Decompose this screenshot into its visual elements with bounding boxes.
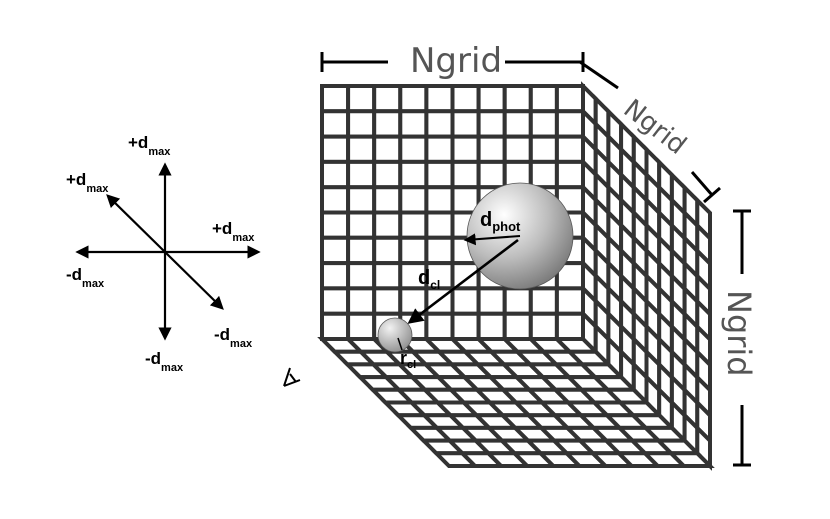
photon-distance-label: dphot: [480, 209, 521, 234]
grid-cell: [476, 134, 507, 164]
grid-cell: [398, 286, 429, 316]
grid-cell: [476, 311, 507, 341]
grid-cell: [372, 235, 403, 266]
axis-label-down: -dmax: [145, 349, 184, 374]
cloud-distance-arrow: [407, 238, 519, 324]
grid-cell: [528, 311, 559, 341]
grid-cell: [398, 235, 429, 266]
grid-cell: [346, 235, 377, 266]
grid-cell: [450, 261, 481, 291]
top-dimension: Ngrid: [320, 41, 585, 81]
grid-cell: [502, 134, 533, 164]
grid-cell: [346, 311, 377, 341]
grid-cell: [450, 159, 481, 190]
photon-distance-arrow: [463, 233, 521, 246]
grid-cell: [554, 286, 585, 316]
grid-cell: [372, 109, 403, 139]
cube-bottom-face: [317, 337, 715, 468]
grid-cell: [346, 210, 377, 240]
grid-cell: [424, 185, 455, 215]
grid-cell: [398, 185, 429, 215]
cloud-sphere: [377, 317, 413, 353]
grid-cell: [398, 84, 429, 114]
grid-cell: [450, 286, 481, 316]
grid-cell: [450, 134, 481, 164]
grid-cell: [398, 210, 429, 240]
grid-cell: [398, 159, 429, 190]
grid-cell: [372, 286, 403, 316]
cube-right-face: [581, 81, 712, 471]
grid-cell: [450, 311, 481, 341]
grid-cell: [528, 286, 559, 316]
grid-cell: [528, 159, 559, 190]
grid-cell: [346, 185, 377, 215]
grid-cell: [528, 109, 559, 139]
side-dimension: Ngrid: [720, 209, 758, 467]
grid-cell: [372, 185, 403, 215]
axis-label-up: +dmax: [128, 133, 171, 158]
grid-cell: [554, 311, 585, 341]
grid-cell: [502, 109, 533, 139]
grid-cell: [320, 134, 351, 164]
grid-cell: [424, 109, 455, 139]
grid-cell: [502, 84, 533, 114]
grid-cell: [424, 134, 455, 164]
grid-cell: [346, 159, 377, 190]
axis-label-right: +dmax: [212, 219, 255, 244]
cloud-radius-label: rcl: [400, 348, 416, 371]
grid-cell: [346, 84, 377, 114]
grid-cell: [424, 159, 455, 190]
grid-cell: [320, 210, 351, 240]
grid-cell: [320, 84, 351, 114]
grid-cell: [320, 286, 351, 316]
grid-cell: [346, 109, 377, 139]
grid-cell: [372, 159, 403, 190]
top-dimension-label: Ngrid: [410, 41, 502, 81]
grid-cell: [424, 235, 455, 266]
grid-cell: [554, 134, 585, 164]
grid-cell: [398, 134, 429, 164]
grid-cell: [320, 185, 351, 215]
grid-cell: [372, 84, 403, 114]
grid-cell: [554, 109, 585, 139]
observer-eye-icon: [283, 367, 301, 387]
grid-cell: [320, 109, 351, 139]
cloud-distance-label: dcl: [418, 267, 440, 292]
grid-cell: [346, 261, 377, 291]
grid-cell: [450, 109, 481, 139]
grid-cell: [666, 451, 715, 468]
grid-cell: [372, 134, 403, 164]
axis-label-upper-left: +dmax: [66, 170, 109, 195]
grid-cell: [372, 261, 403, 291]
grid-cell: [424, 311, 455, 341]
cloud-radius-arrow: [397, 337, 403, 351]
grid-cell: [372, 210, 403, 240]
grid-cell: [502, 286, 533, 316]
grid-cell: [476, 159, 507, 190]
grid-cell: [320, 159, 351, 190]
grid-cell: [476, 84, 507, 114]
grid-cell: [502, 311, 533, 341]
grid-cell: [528, 134, 559, 164]
grid-cell: [320, 261, 351, 291]
grid-cell: [554, 159, 585, 190]
axis-label-lower-right: -dmax: [214, 325, 253, 350]
grid-cell: [346, 134, 377, 164]
grid-cell: [450, 84, 481, 114]
grid-cell: [554, 84, 585, 114]
grid-cell: [528, 84, 559, 114]
grid-cell: [476, 109, 507, 139]
axis-label-left: -dmax: [66, 265, 105, 290]
grid-cell: [346, 286, 377, 316]
grid-cell: [424, 210, 455, 240]
grid-cell: [476, 286, 507, 316]
grid-cell: [424, 84, 455, 114]
direction-axes: [75, 162, 261, 341]
grid-cell: [398, 109, 429, 139]
grid-cell: [320, 235, 351, 266]
side-dimension-label: Ngrid: [720, 290, 758, 377]
grid-cell: [320, 311, 351, 341]
